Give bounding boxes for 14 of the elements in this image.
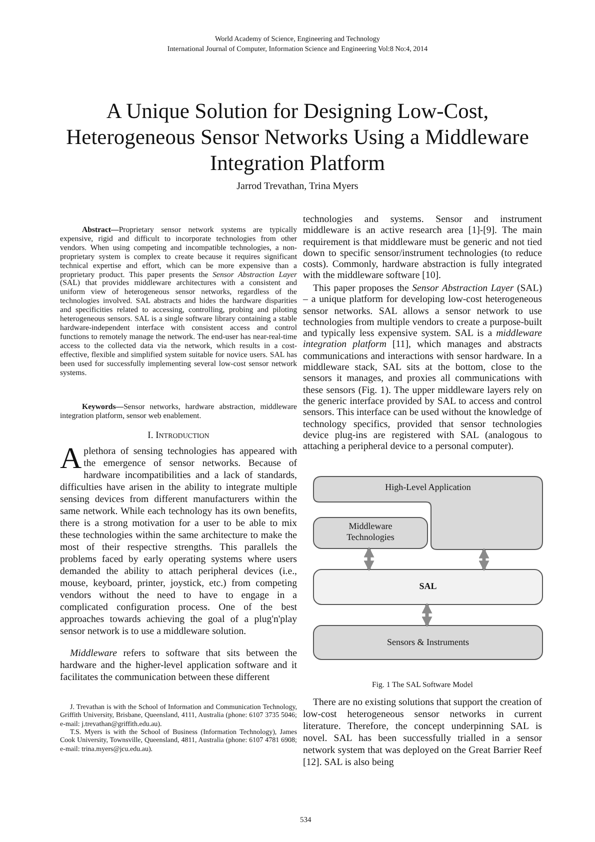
body-paragraph: Middleware refers to software that sits between the hardware and the higher-level application software and it facilitates the communication between these different bbox=[60, 648, 297, 684]
author-names: Jarrod Trevathan, Trina Myers bbox=[236, 181, 360, 193]
body-paragraph: There are no existing solutions that support the creation of low-cost heterogeneous sensor networks in current literature. Therefore, the concept underpinning SAL is novel. SAL has been successfully trialled in a sensor network system that was deployed on the Great Barrier Reef [12]. SAL is also being bbox=[303, 697, 542, 768]
double-arrow bbox=[422, 602, 432, 628]
body-paragraph: technologies and systems. Sensor and instrument middleware is an active research area [1]-[9]. The main requirement is that middleware must be generic and not tied down to specific sensor/instrument technologies (to reduce costs). Commonly, hardware abstraction is fully integrated with the middleware software [10]. bbox=[303, 214, 542, 282]
layer-label: Sensors & Instruments bbox=[386, 637, 470, 648]
double-arrow bbox=[364, 546, 374, 572]
layer-label: Middleware Technologies bbox=[346, 521, 396, 543]
layer-label: SAL bbox=[418, 581, 438, 592]
layer-label: High-Level Application bbox=[384, 482, 472, 493]
body-paragraph: This paper proposes the Sensor Abstraction Layer (SAL) – a unique platform for developing low-cost heterogeneous sensor networks. SAL allows a sensor network to use technologies from multiple vendors to create a purpose-built and typically less expensive system. SAL is a middleware integration platform [11], which manages and abstracts communications and interactions with sensor hardware. In a middleware stack, SAL sits at the bottom, close to the sensors it manages, and proxies all communications with these sensors (Fig. 1). The upper middleware layers rely on the generic interface provided by SAL to access and control sensors. This interface can be used without the knowledge of technology specifics, provided that sensor technologies device plug-ins are registered with SAL (analogous to attaching a peripheral device to a personal computer). bbox=[303, 283, 542, 452]
double-arrow bbox=[478, 548, 490, 572]
section-heading: I. Introduction bbox=[146, 431, 210, 442]
paper-title: A Unique Solution for Designing Low-Cost, Heterogeneous Sensor Networks Using a Middleware Integration Platform bbox=[65, 98, 530, 176]
